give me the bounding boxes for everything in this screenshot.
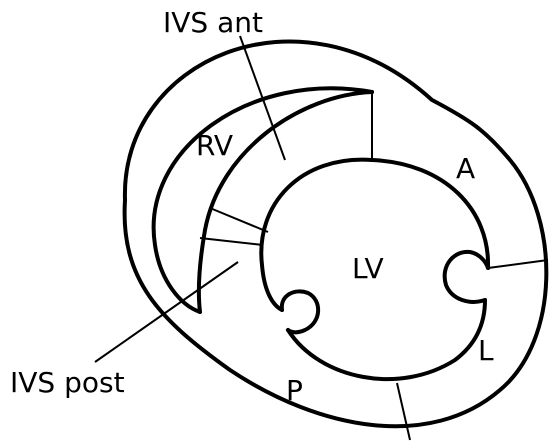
label-lateral: L: [478, 334, 494, 367]
label-ivs-ant: IVS ant: [163, 6, 263, 39]
label-ivs-post: IVS post: [10, 366, 125, 399]
septum-border-upper: [209, 207, 269, 233]
label-lv: LV: [352, 252, 384, 285]
lv-cavity-outline: [259, 157, 374, 312]
papillary-muscle-posterior: [279, 289, 321, 335]
rv-outer-crescent: [151, 86, 374, 314]
lv-cavity-outline-upper: [370, 158, 491, 270]
posterior-segment-divider: [396, 382, 411, 441]
label-posterior: P: [286, 374, 303, 407]
lateral-segment-divider: [487, 259, 549, 269]
papillary-muscle-anterolateral: [442, 249, 490, 304]
label-anterior: A: [456, 152, 475, 185]
lv-cavity-outline-lower: [286, 298, 487, 381]
ivs-ant-leader-line: [239, 35, 286, 161]
label-rv: RV: [196, 129, 233, 162]
septum-border-lower: [199, 237, 264, 246]
outer-wall-contour: [122, 39, 549, 429]
rv-inner-crescent: [196, 90, 374, 314]
ivs-post-leader-line: [94, 261, 239, 363]
